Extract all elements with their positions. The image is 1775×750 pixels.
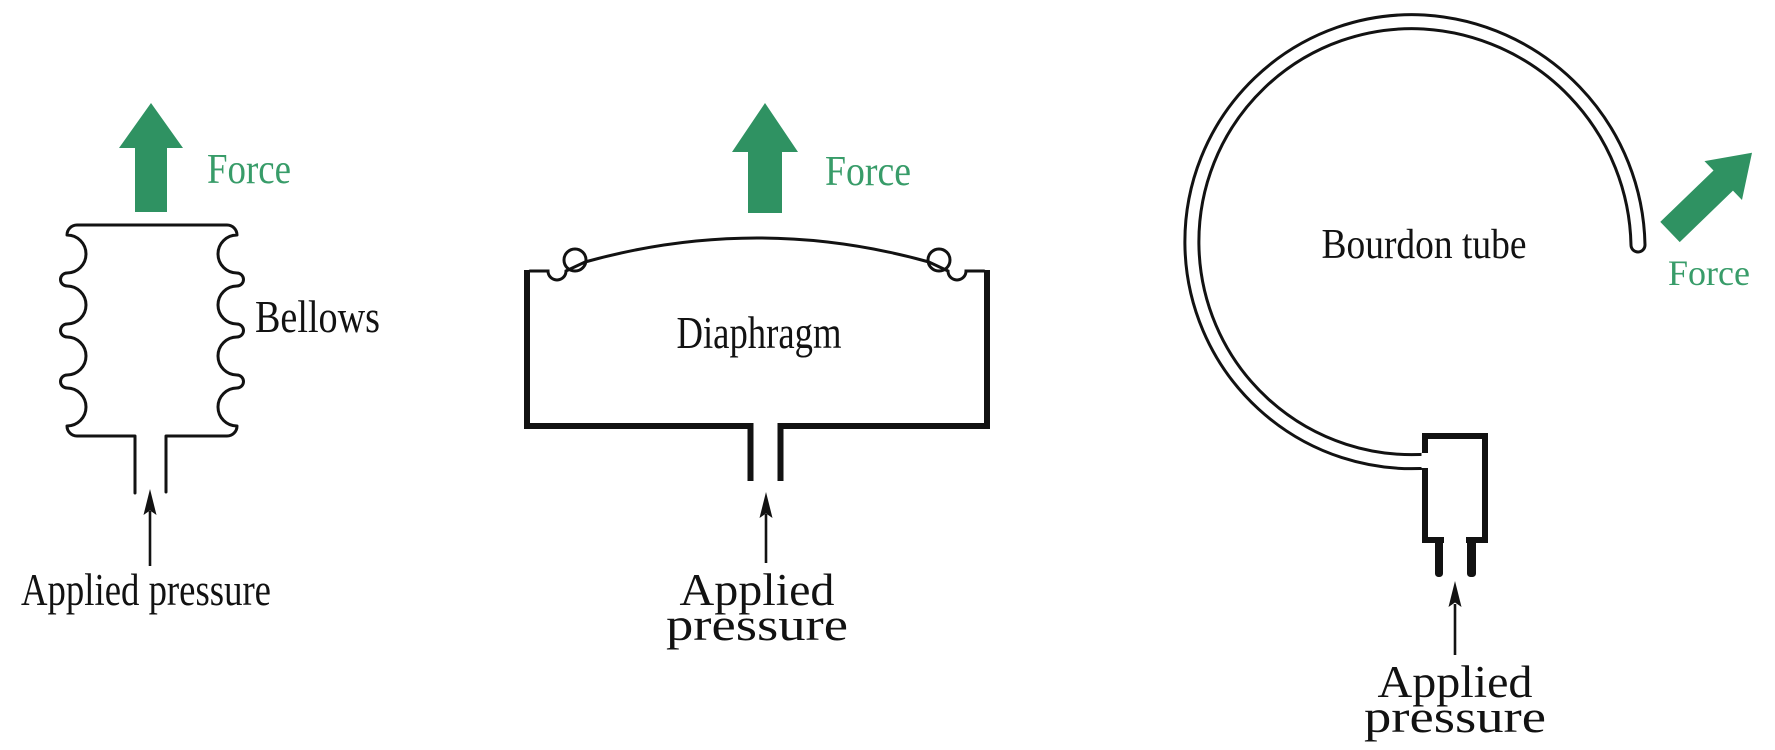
chamber-left-wall: [524, 270, 754, 481]
applied-pressure-label: Applied pressure: [21, 565, 271, 615]
force-arrow-diagonal-icon: [1660, 152, 1753, 243]
component-label: Bellows: [255, 292, 380, 342]
force-label: Force: [825, 149, 911, 195]
component-label: Diaphragm: [677, 308, 842, 358]
bellows-body-outline: [59, 223, 245, 495]
bourdon-tube-core: [1186, 16, 1644, 468]
bellows-diagram: Force Bellows Applied pressure: [21, 103, 380, 615]
component-label: Bourdon tube: [1322, 222, 1527, 268]
applied-pressure-arrow-icon: [143, 489, 157, 566]
applied-pressure-label-line2: pressure: [1364, 692, 1546, 742]
membrane-convolution-right: [926, 247, 952, 273]
force-arrow-up-icon: [119, 103, 183, 212]
applied-pressure-label-line1: Applied: [680, 565, 835, 615]
anchor-block: [1421, 433, 1488, 580]
force-label: Force: [1668, 253, 1750, 293]
diaphragm-membrane: [528, 236, 986, 282]
applied-pressure-label-line1: Applied: [1378, 657, 1533, 707]
membrane-convolution-left: [562, 247, 588, 273]
chamber-right-wall: [777, 270, 990, 481]
applied-pressure-arrow-icon: [1448, 581, 1462, 655]
applied-pressure-label-line2: pressure: [666, 600, 848, 650]
force-arrow-up-icon: [732, 103, 798, 213]
force-label: Force: [207, 147, 291, 193]
applied-pressure-arrow-icon: [759, 492, 773, 563]
bourdon-tube-diagram: Bourdon tube Force Applied pressure: [1183, 13, 1753, 742]
diaphragm-diagram: Force Diaphragm Applied pressure: [524, 103, 990, 650]
